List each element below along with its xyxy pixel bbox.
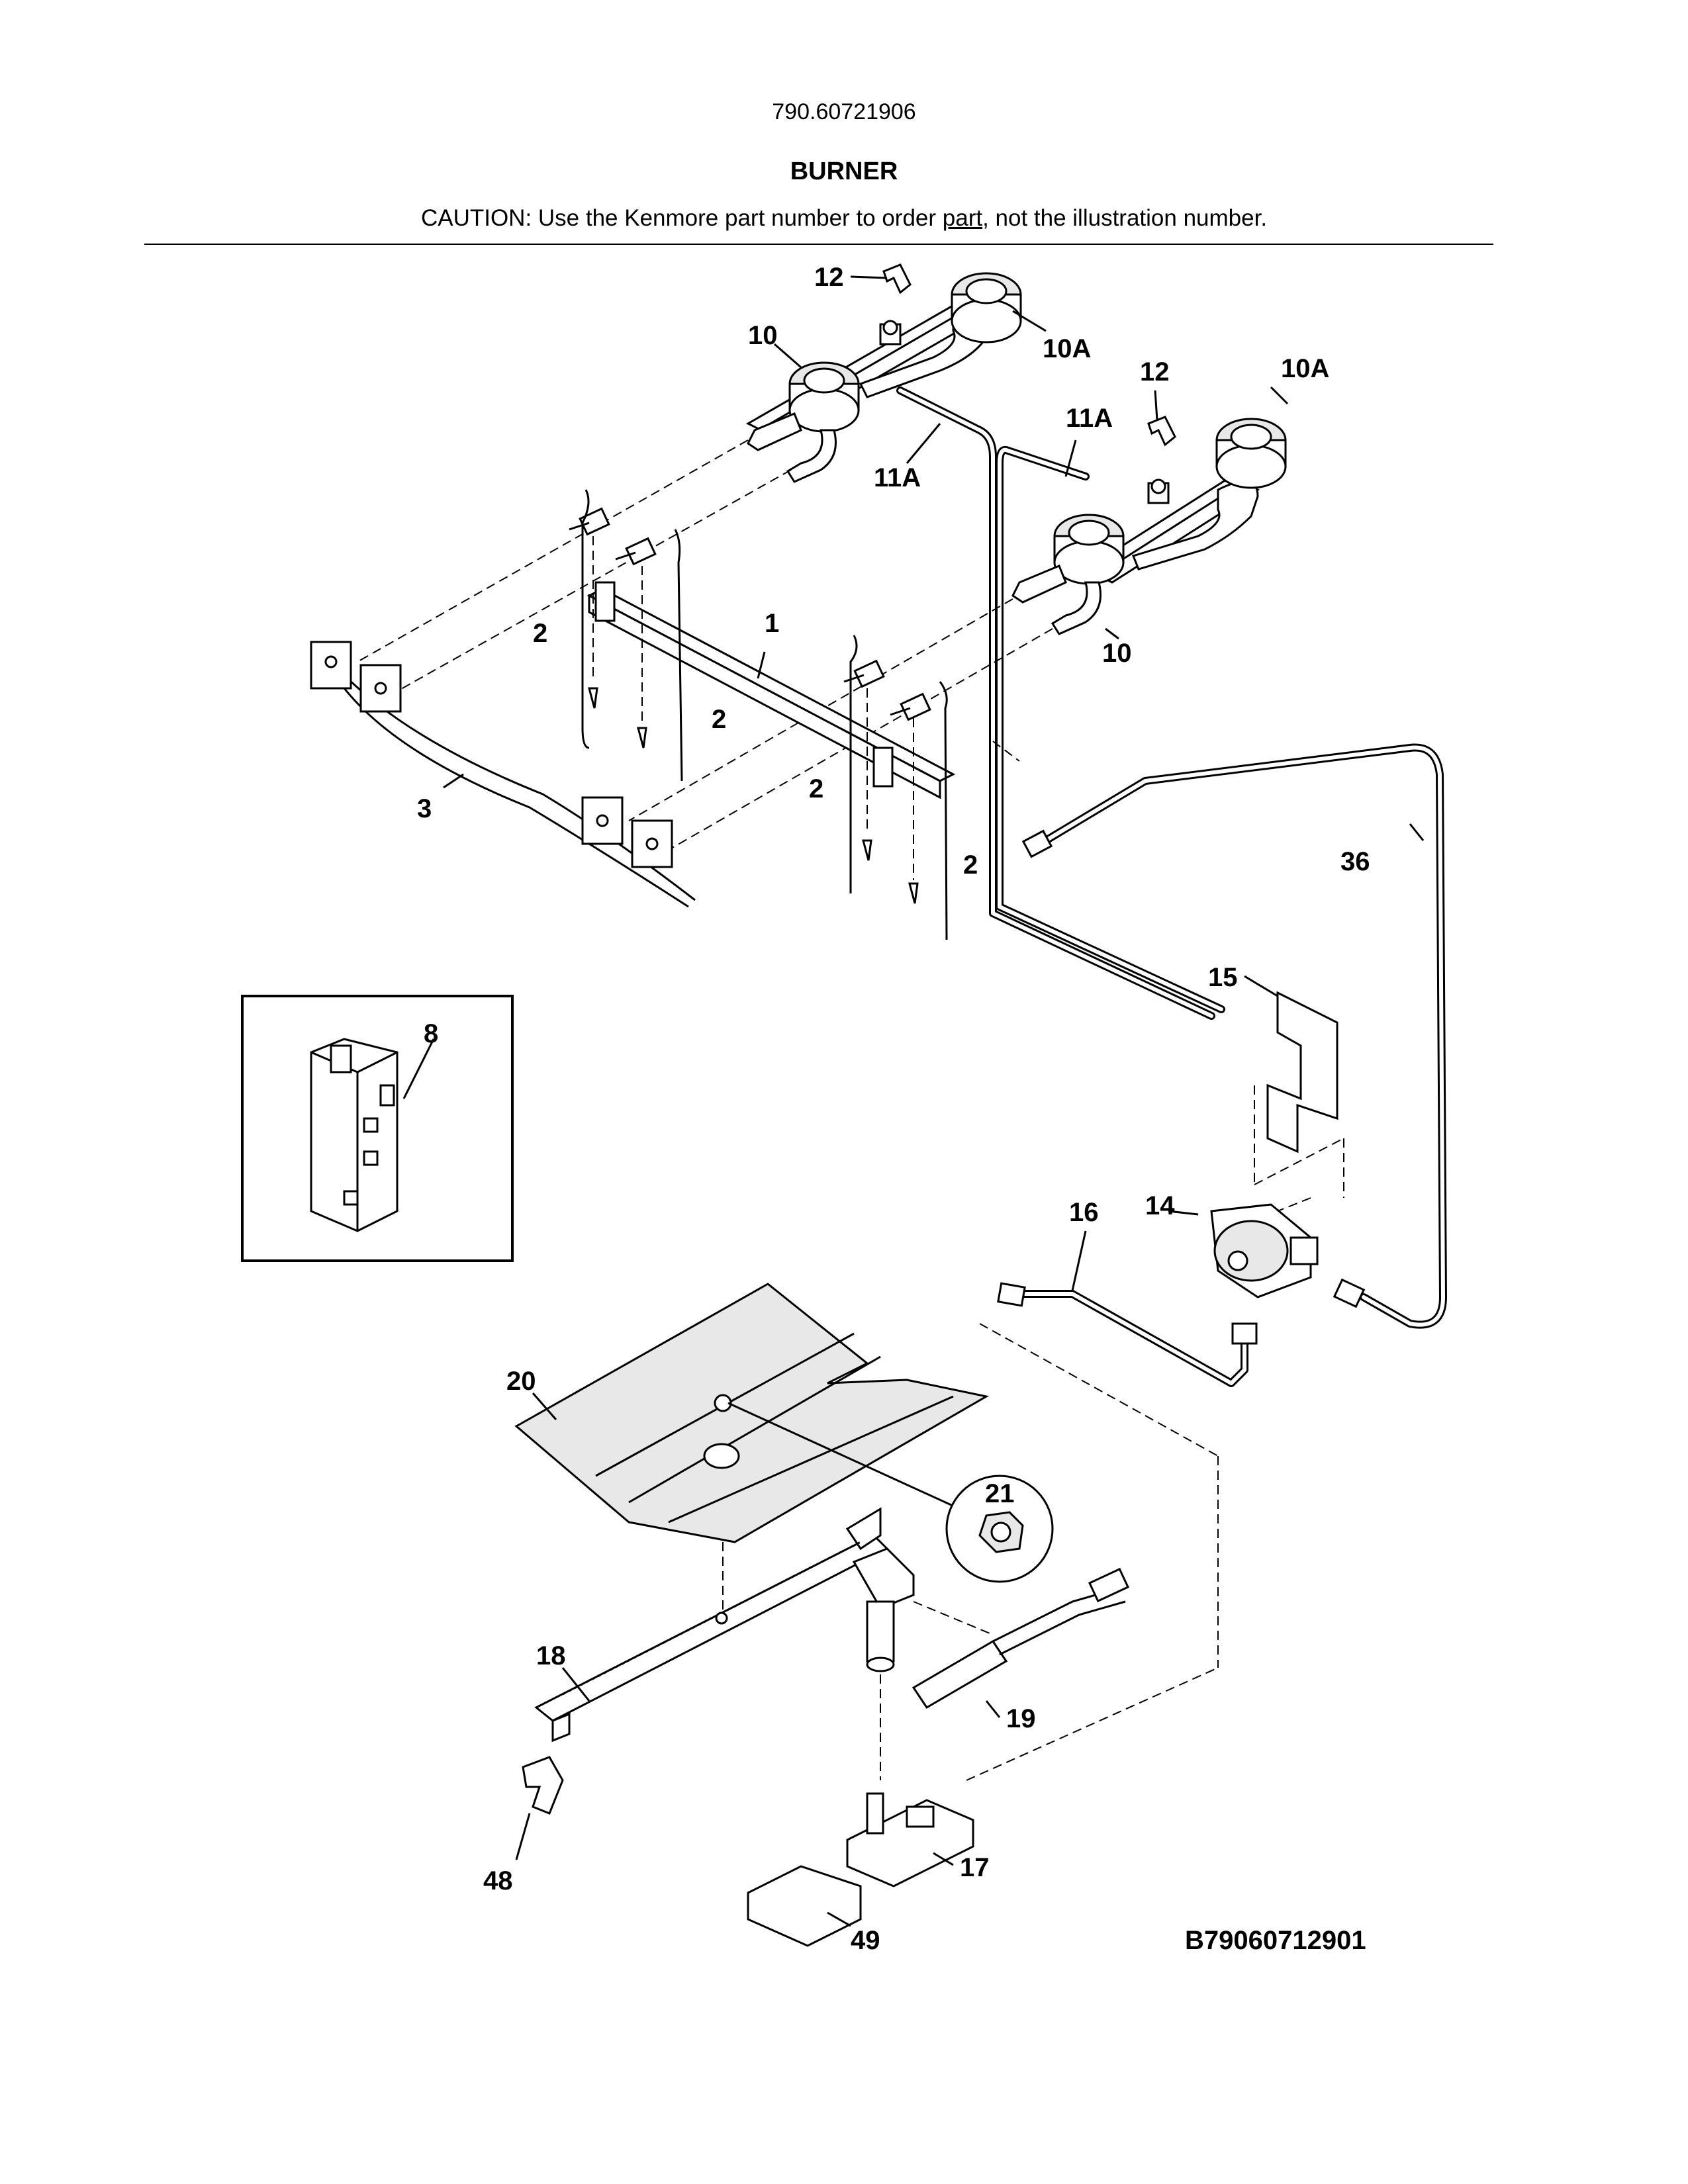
callout-48: 48 — [483, 1866, 513, 1895]
callout-8: 8 — [424, 1019, 438, 1048]
valve-shield-49 — [747, 1865, 862, 1947]
callout-10-left: 10 — [748, 321, 778, 350]
callout-18: 18 — [536, 1641, 566, 1670]
heat-shield — [514, 1283, 990, 1615]
caution-part-link: part — [942, 205, 983, 231]
callout-11a-right: 11A — [1066, 404, 1113, 433]
callout-19: 19 — [1006, 1704, 1036, 1733]
oven-ignitor — [852, 1547, 1219, 1781]
pressure-regulator — [1210, 1197, 1319, 1298]
callout-3: 3 — [417, 794, 432, 823]
caution-note: CAUTION: Use the Kenmore part number to … — [0, 205, 1688, 232]
burner-clip-left — [882, 263, 912, 295]
nut-detail-callout — [727, 1402, 1054, 1583]
burner-clip-48 — [522, 1756, 564, 1815]
callout-16: 16 — [1069, 1198, 1099, 1227]
callout-20: 20 — [506, 1367, 536, 1396]
callout-49: 49 — [851, 1926, 880, 1955]
callout-2-d: 2 — [963, 850, 978, 880]
header-rule — [144, 244, 1493, 245]
caution-prefix: CAUTION: Use the Kenmore part number to … — [420, 205, 943, 231]
callout-2-a: 2 — [533, 619, 547, 648]
callout-2-c: 2 — [809, 774, 823, 803]
callout-36: 36 — [1340, 847, 1370, 876]
callout-10a-left: 10A — [1043, 334, 1091, 363]
burner-assembly-left — [745, 272, 1022, 483]
oven-burner — [534, 1507, 889, 1743]
wire-harness — [310, 641, 696, 908]
callout-2-b: 2 — [712, 705, 726, 734]
callout-17: 17 — [960, 1853, 990, 1882]
callout-10a-right: 10A — [1281, 354, 1329, 383]
burner-clip-right — [1147, 416, 1176, 447]
gas-tube-11a — [896, 387, 1225, 1020]
burner-assembly-right — [1011, 418, 1287, 635]
igniter-electrodes — [569, 489, 948, 940]
model-number: 790.60721906 — [772, 99, 916, 124]
valve-bracket — [1254, 991, 1344, 1198]
callout-15: 15 — [1208, 963, 1238, 992]
callout-1: 1 — [765, 609, 779, 638]
callout-10-right: 10 — [1102, 639, 1132, 668]
diagram-code: B79060712901 — [1185, 1926, 1366, 1955]
inset-spark-module — [241, 995, 514, 1262]
callout-21: 21 — [985, 1479, 1015, 1508]
callout-12-right: 12 — [1140, 357, 1170, 387]
callout-11a-left: 11A — [874, 463, 921, 492]
section-title: BURNER — [790, 158, 898, 185]
safety-valve — [846, 1792, 974, 1888]
callout-14: 14 — [1145, 1191, 1175, 1220]
callout-12-left: 12 — [814, 263, 844, 292]
gas-tube-16 — [979, 1282, 1258, 1668]
gas-tube-36 — [1021, 743, 1447, 1329]
leader-lines — [402, 275, 1425, 1927]
caution-suffix: , not the illustration number. — [982, 205, 1268, 231]
